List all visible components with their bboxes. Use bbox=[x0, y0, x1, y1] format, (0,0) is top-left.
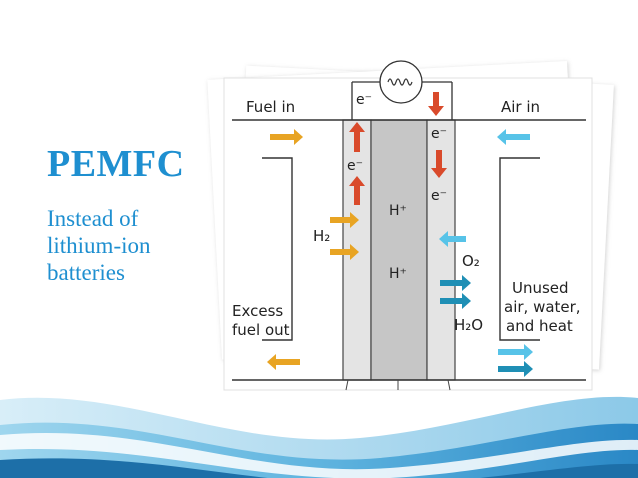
external-circuit bbox=[351, 60, 453, 120]
label-electron-top-right: e⁻ bbox=[431, 126, 447, 142]
electron-down-arrow-circuit-icon bbox=[428, 92, 444, 116]
fuel-in-arrow-icon bbox=[270, 129, 303, 145]
wave-white-crest bbox=[0, 433, 638, 478]
label-excess-line-2: fuel out bbox=[232, 321, 290, 339]
h2-arrow-top-icon bbox=[330, 212, 359, 228]
slide-subtitle: Instead of lithium-ion batteries bbox=[47, 205, 207, 286]
decorative-wave-band bbox=[0, 396, 638, 478]
label-o2: O₂ bbox=[462, 252, 480, 270]
electron-down-arrow-cathode-icon bbox=[431, 150, 447, 178]
electron-up-arrow-bottom-icon bbox=[349, 176, 365, 205]
water-out-arrow-icon bbox=[498, 361, 533, 377]
electrolyte-membrane bbox=[370, 119, 428, 381]
label-h2: H₂ bbox=[313, 227, 330, 245]
label-electron-right: e⁻ bbox=[431, 188, 447, 204]
o2-arrow-icon bbox=[439, 231, 466, 247]
unused-air-arrow-icon bbox=[498, 344, 533, 360]
label-hplus-bottom: H⁺ bbox=[389, 266, 407, 282]
label-electron-top-left: e⁻ bbox=[356, 92, 372, 108]
label-fuel-in: Fuel in bbox=[246, 98, 295, 116]
cell-body bbox=[232, 119, 586, 391]
air-in-arrow-icon bbox=[497, 129, 530, 145]
label-unused-line-1: Unused bbox=[512, 279, 569, 297]
label-hplus-top: H⁺ bbox=[389, 203, 407, 219]
h2o-arrow-bottom-icon bbox=[440, 293, 471, 309]
h2-arrow-bottom-icon bbox=[330, 244, 359, 260]
h2o-arrow-top-icon bbox=[440, 275, 471, 291]
subtitle-line-3: batteries bbox=[47, 260, 125, 285]
label-air-in: Air in bbox=[501, 98, 540, 116]
label-unused-line-3: and heat bbox=[506, 317, 573, 335]
subtitle-line-2: lithium-ion bbox=[47, 233, 151, 258]
excess-fuel-arrow-icon bbox=[267, 354, 300, 370]
label-h2o: H₂O bbox=[454, 316, 483, 334]
label-excess-line-1: Excess bbox=[232, 302, 283, 320]
label-electron-left: e⁻ bbox=[347, 158, 363, 174]
wave-dark bbox=[0, 458, 638, 478]
subtitle-line-1: Instead of bbox=[47, 206, 139, 231]
label-unused-line-2: air, water, bbox=[504, 298, 581, 316]
slide-title: PEMFC bbox=[47, 143, 185, 185]
load-resistor-icon bbox=[379, 60, 423, 104]
electron-up-arrow-top-icon bbox=[349, 122, 365, 152]
